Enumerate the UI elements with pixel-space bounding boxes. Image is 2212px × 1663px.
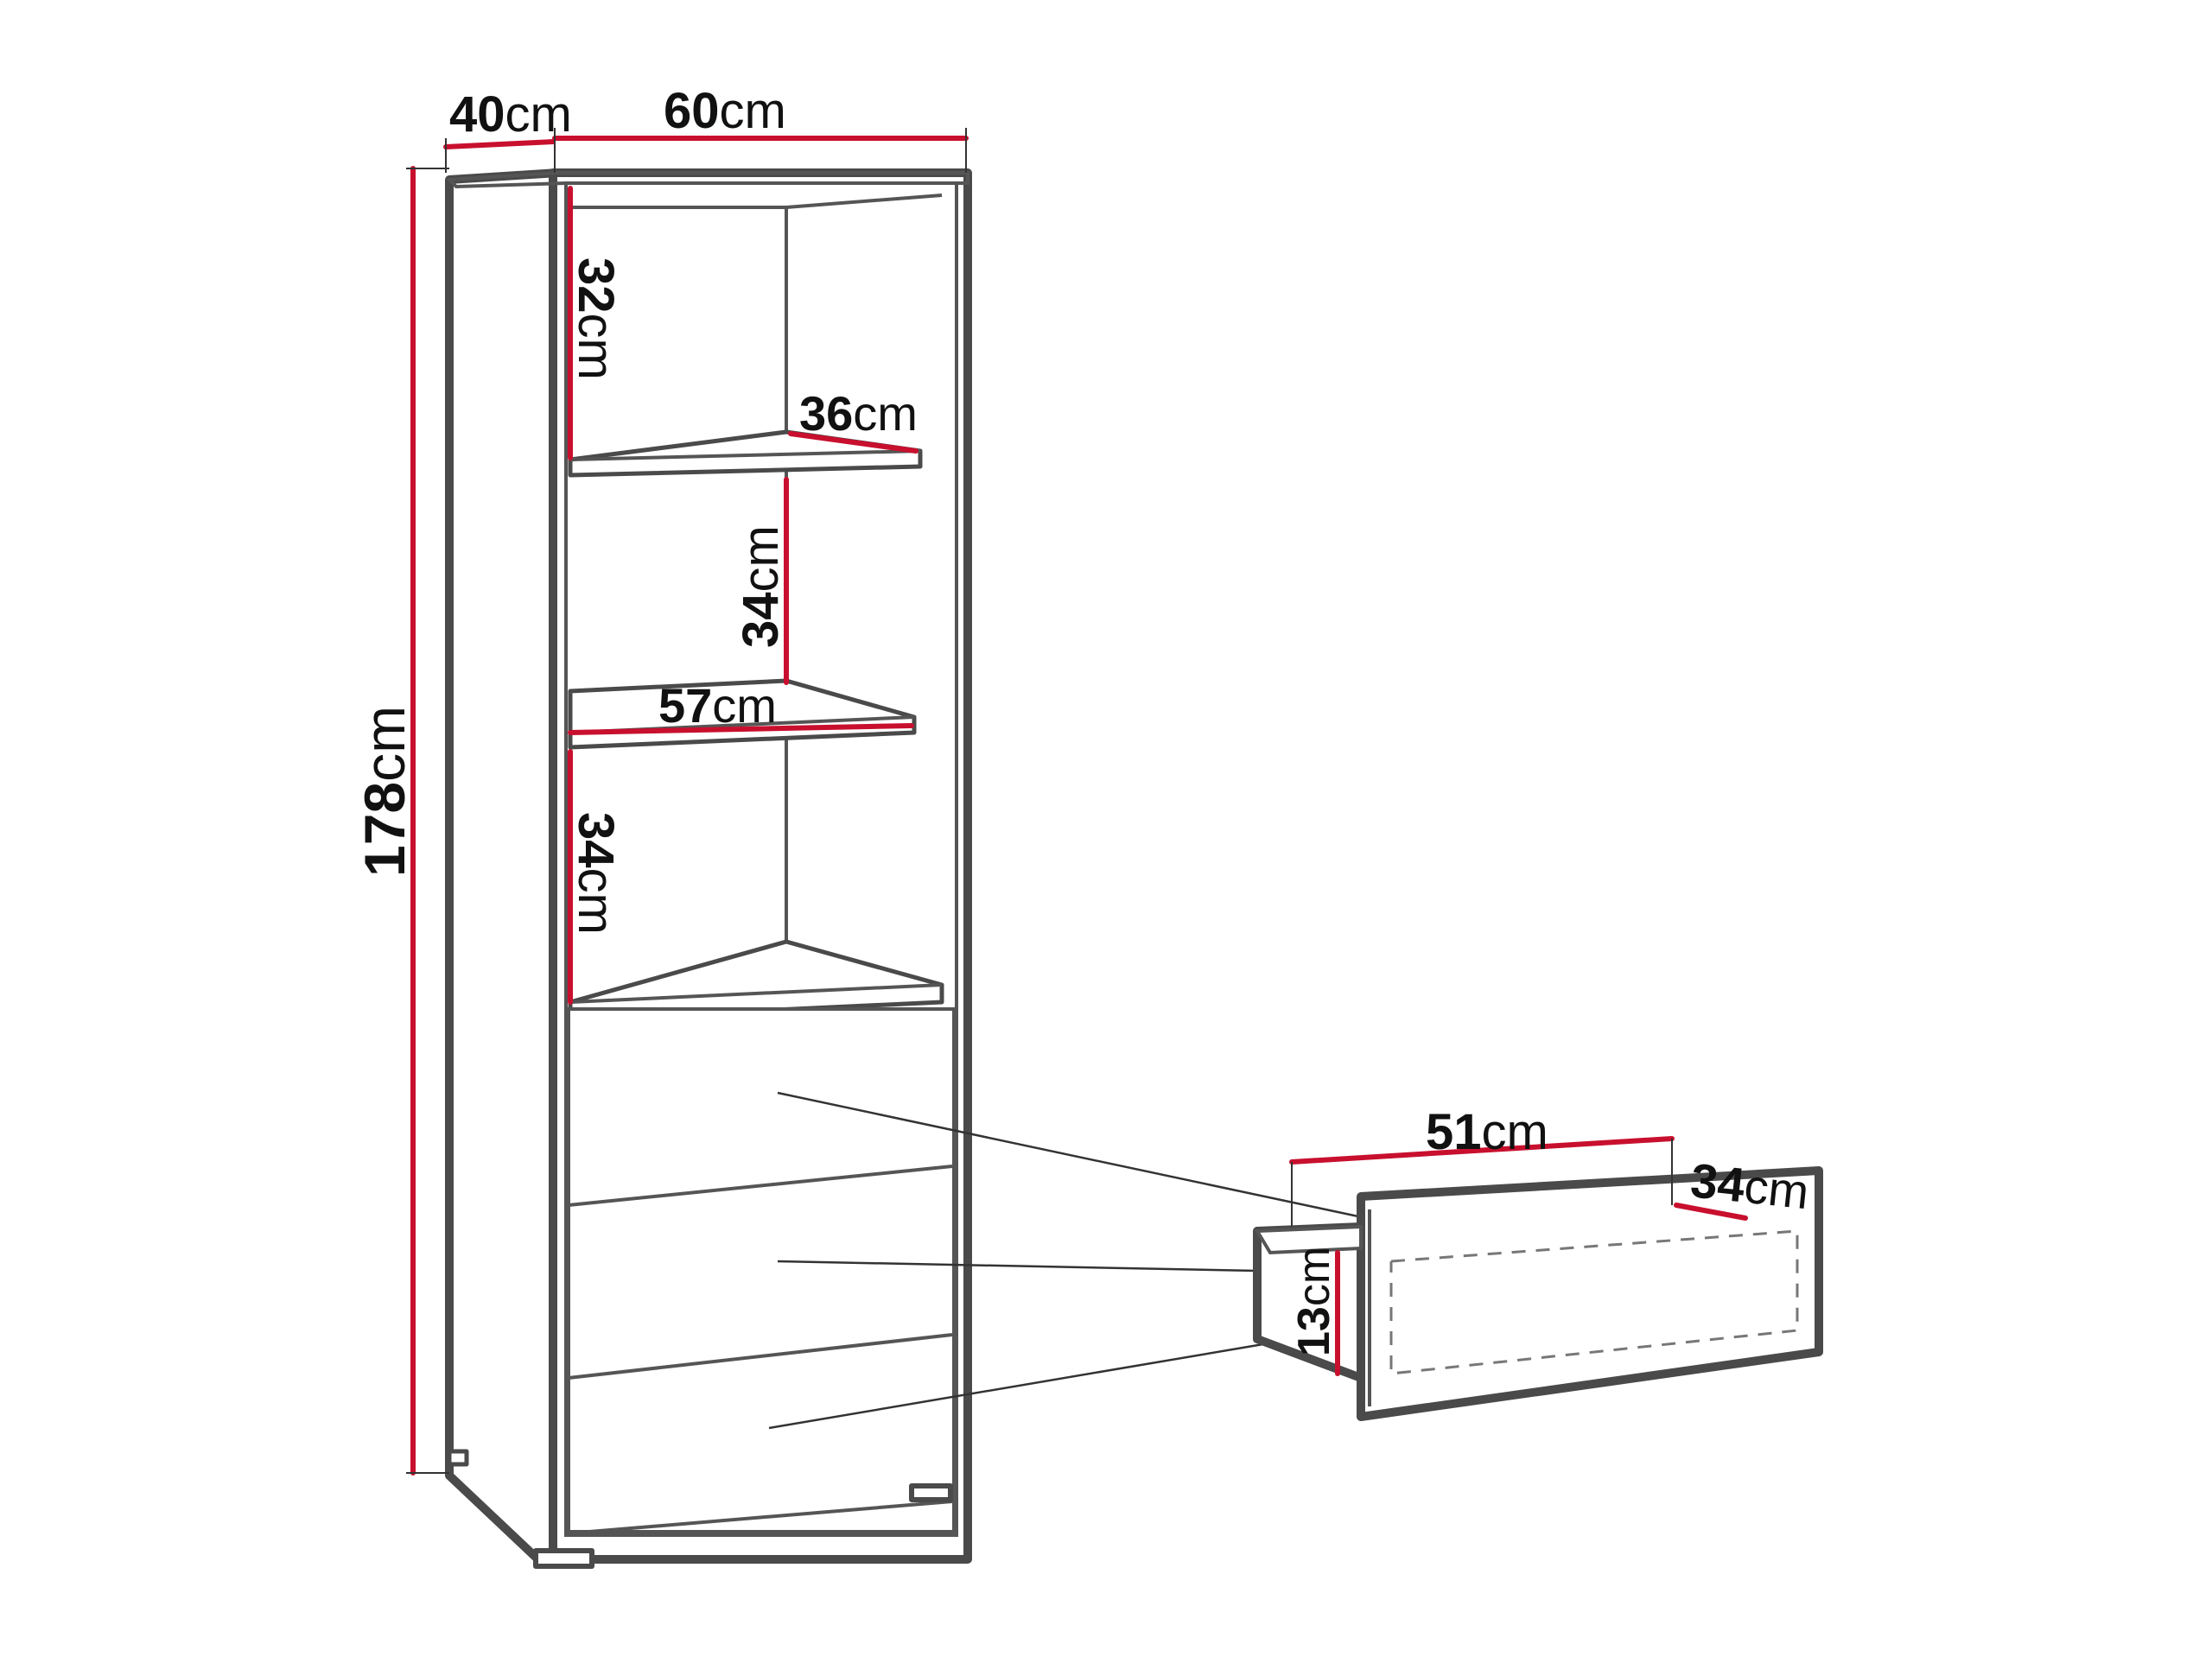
label-drawer-width-unit: cm [1482,1104,1548,1160]
label-shelf-mid-height-unit: cm [733,525,789,592]
label-shelf-mid-height-value: 34 [733,592,789,648]
label-depth: 40cm [449,86,572,143]
dim-line-drawer-depth [1674,1203,1748,1221]
drawer-divider-2 [568,1333,953,1380]
bookcase-cabinet [445,168,1651,1569]
label-drawer-depth-unit: cm [1742,1158,1812,1219]
cabinet-top-board [445,171,969,189]
label-shelf-top-height: 32cm [568,257,624,380]
label-depth-value: 40 [449,86,505,143]
label-shelf-low-height-value: 34 [568,812,624,868]
label-width: 60cm [664,83,786,139]
cabinet-foot-back [447,1449,469,1467]
label-shelf-width-value: 57 [658,678,712,733]
label-shelf-mid-height: 34cm [733,525,789,648]
label-drawer-height-unit: cm [1289,1247,1339,1306]
label-drawer-width-value: 51 [1426,1104,1482,1160]
label-shelf-width-unit: cm [712,678,777,733]
dimension-lines [406,128,1748,1476]
label-drawer-depth: 34cm [1688,1152,1812,1219]
label-shelf-depth: 36cm [799,386,918,441]
label-height: 178cm [353,706,416,877]
label-shelf-low-height-unit: cm [568,868,624,935]
label-depth-unit: cm [505,86,572,143]
cabinet-bottom-edge [568,1500,953,1535]
dim-line-depth [443,139,556,149]
cabinet-foot-left [533,1548,594,1569]
cabinet-side-panel [445,168,562,1568]
drawer-box [1357,1166,1823,1421]
back-top-diagonal [785,194,943,209]
drawer-front-strip [1254,1224,1363,1255]
label-width-unit: cm [720,83,786,139]
shelf-1 [568,429,923,478]
label-height-unit: cm [353,706,416,782]
label-drawer-depth-value: 34 [1688,1152,1748,1212]
label-width-value: 60 [664,83,720,139]
label-drawer-height-value: 13 [1289,1306,1339,1356]
label-shelf-width: 57cm [658,678,777,733]
label-shelf-depth-unit: cm [853,386,918,441]
cabinet-foot-right [909,1483,953,1502]
label-shelf-top-height-value: 32 [568,257,624,314]
label-drawer-height: 13cm [1289,1247,1339,1356]
label-shelf-top-height-unit: cm [568,314,624,380]
dim-line-shelf-depth [788,431,918,454]
dim-line-drawer-width [1289,1136,1675,1165]
drawer-inner-dashed [1389,1229,1799,1375]
drawer-fronts [567,1007,956,1535]
dimension-labels: 40cm 60cm 178cm 32cm 36cm 34cm 57cm 34cm [353,83,1812,1356]
drawer-divider-1 [568,1165,953,1207]
label-shelf-low-height: 34cm [568,812,624,935]
drawer-section-frame [567,1007,956,1533]
label-drawer-width: 51cm [1426,1104,1548,1160]
dim-line-shelf-width [568,723,914,735]
label-shelf-depth-value: 36 [799,386,853,441]
label-height-value: 178 [353,782,416,877]
